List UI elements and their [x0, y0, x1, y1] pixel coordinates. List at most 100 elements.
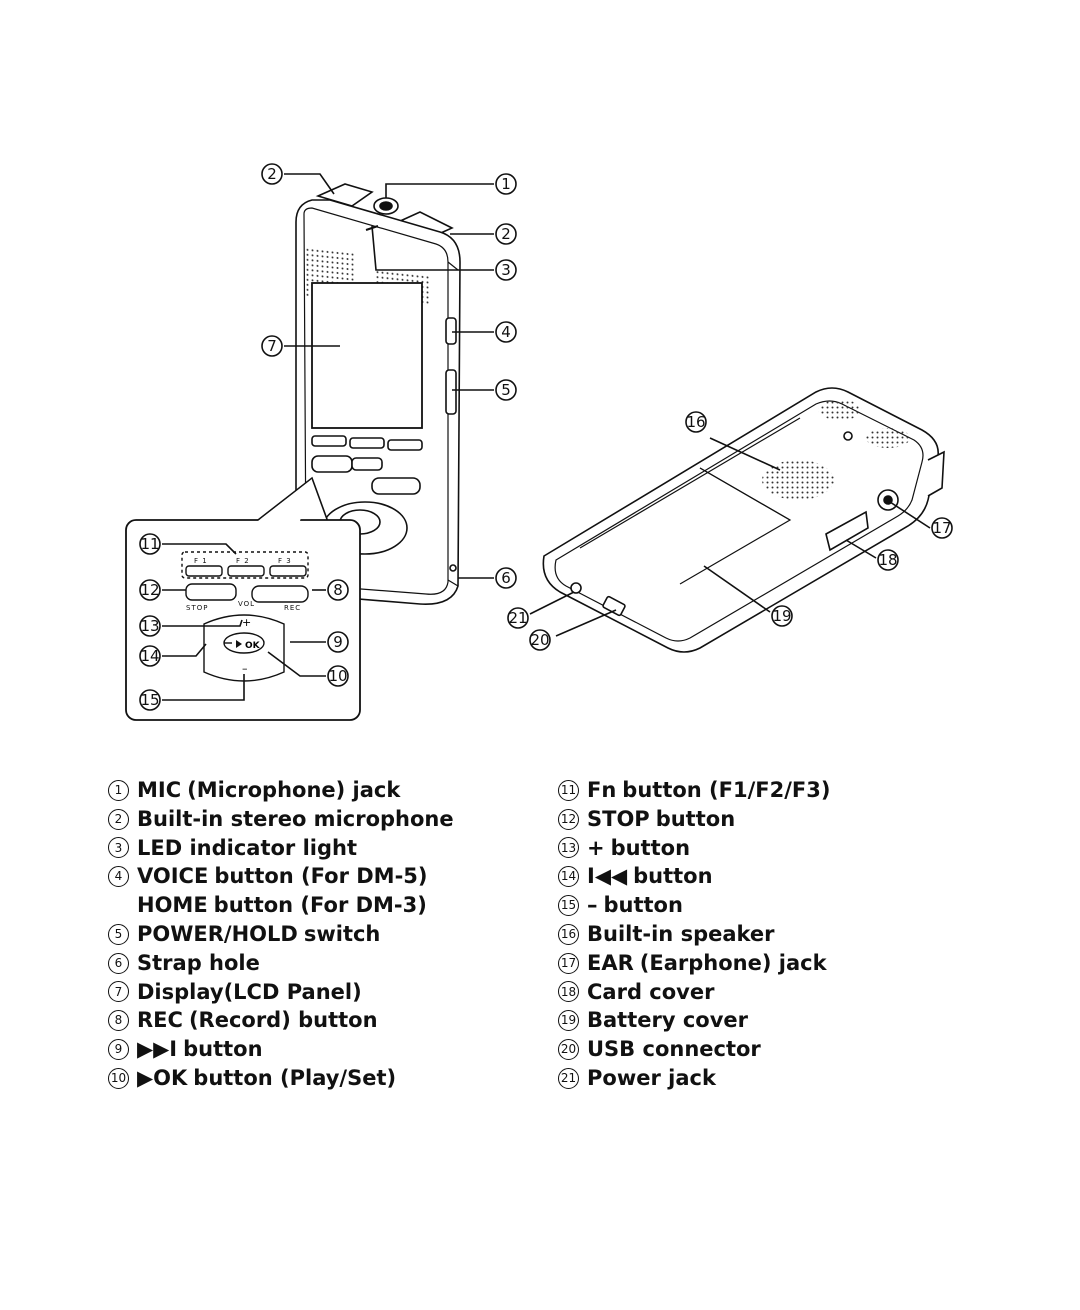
- callout-14: 14: [140, 647, 159, 665]
- legend-text: switch: [303, 921, 381, 946]
- legend-number: 20: [558, 1039, 579, 1061]
- callout-marker: [261, 163, 283, 185]
- leader-lines: [162, 173, 931, 701]
- legend-number: 16: [558, 923, 579, 945]
- play-ok-icon: ▶OK: [137, 1065, 188, 1090]
- callout-1: 1: [501, 175, 511, 193]
- legend-text: Built-in speaker: [587, 921, 775, 946]
- legend-number: 12: [558, 808, 579, 830]
- callout-marker: [931, 517, 953, 539]
- callout-17: 17: [932, 519, 951, 537]
- legend-text: Battery cover: [587, 1008, 749, 1033]
- legend-text: Display(LCD Panel): [137, 979, 362, 1004]
- legend-text: button (F1/F2/F3): [622, 778, 831, 802]
- callout-marker: [495, 379, 517, 401]
- callout-marker: [685, 411, 707, 433]
- recorder-front-view: [295, 183, 461, 605]
- callout-marker: [139, 579, 161, 601]
- callout-3: 3: [501, 261, 511, 279]
- legend-number: 4: [108, 866, 129, 888]
- legend-number: 17: [558, 952, 579, 974]
- legend-key: POWER/HOLD: [137, 921, 298, 946]
- callout-marker: [495, 223, 517, 245]
- legend-item: 21 Power jack: [558, 1064, 978, 1093]
- legend-number: 19: [558, 1010, 579, 1032]
- legend-item: 13+button: [558, 834, 978, 863]
- callout-6: 6: [501, 569, 511, 587]
- fast-forward-icon: ▶▶I: [137, 1037, 178, 1062]
- legend-text: button (For DM-3): [213, 893, 427, 918]
- rec-label: REC: [284, 604, 301, 612]
- legend-number: 18: [558, 981, 579, 1003]
- callout-9: 9: [333, 633, 343, 651]
- legend-number: 5: [108, 923, 129, 945]
- legend-number: 3: [108, 837, 129, 859]
- legend-text: button: [655, 806, 736, 831]
- callout-marker: [327, 665, 349, 687]
- f3-label: F 3: [278, 557, 292, 565]
- callout-marker: [495, 173, 517, 195]
- legend-number: 10: [108, 1067, 129, 1089]
- legend-key: Fn: [587, 778, 617, 802]
- legend-key: REC: [137, 1008, 183, 1033]
- power-hold-switch: [445, 369, 457, 415]
- callout-marker: [529, 629, 551, 651]
- callout-marker: [771, 605, 793, 627]
- strap-hole: [449, 564, 457, 572]
- fn-button-3: [387, 439, 423, 451]
- legend-text: Power jack: [587, 1065, 716, 1090]
- fn-button-2: [349, 437, 385, 449]
- callout-2-top-left: 2: [267, 165, 277, 183]
- legend-text: (Earphone) jack: [639, 950, 827, 975]
- legend-item: 19 Battery cover: [558, 1006, 978, 1035]
- rec-button: [371, 477, 421, 495]
- callout-20: 20: [530, 631, 549, 649]
- zoom-detail-content: [181, 551, 309, 682]
- rewind-icon: I◀◀: [587, 864, 628, 889]
- ok-label: OK: [245, 641, 261, 651]
- callout-marker: [139, 615, 161, 637]
- callout-marker: [139, 533, 161, 555]
- legend-text: USB connector: [587, 1037, 761, 1062]
- callout-7: 7: [267, 337, 277, 355]
- legend-number: 13: [558, 837, 579, 859]
- callout-18: 18: [878, 551, 897, 569]
- callout-4: 4: [501, 323, 511, 341]
- callout-21: 21: [508, 609, 527, 627]
- stop-button: [311, 455, 353, 473]
- legend-text: button: [183, 1037, 263, 1062]
- legend-key: +: [587, 835, 605, 860]
- card-cover: [825, 510, 869, 552]
- legend-number: 2: [108, 808, 129, 830]
- legend-text: (Microphone) jack: [187, 778, 401, 802]
- f2-label: F 2: [236, 557, 250, 565]
- legend-number: 14: [558, 866, 579, 888]
- legend-key: –: [587, 893, 598, 918]
- lcd-display: [311, 282, 423, 429]
- callout-15: 15: [140, 691, 159, 709]
- legend-text: button: [603, 893, 683, 918]
- callout-marker: [495, 567, 517, 589]
- play-icon: [236, 640, 242, 648]
- voice-button: [445, 317, 457, 345]
- callout-10: 10: [328, 667, 347, 685]
- legend-key: HOME: [137, 893, 208, 918]
- legend-item: 16 Built-in speaker: [558, 920, 978, 949]
- callout-8: 8: [333, 581, 343, 599]
- legend-number: 8: [108, 1010, 129, 1032]
- legend-text: Built-in stereo microphone: [137, 806, 454, 831]
- callout-11: 11: [140, 535, 159, 553]
- legend-number: 21: [558, 1067, 579, 1089]
- callout-5: 5: [501, 381, 511, 399]
